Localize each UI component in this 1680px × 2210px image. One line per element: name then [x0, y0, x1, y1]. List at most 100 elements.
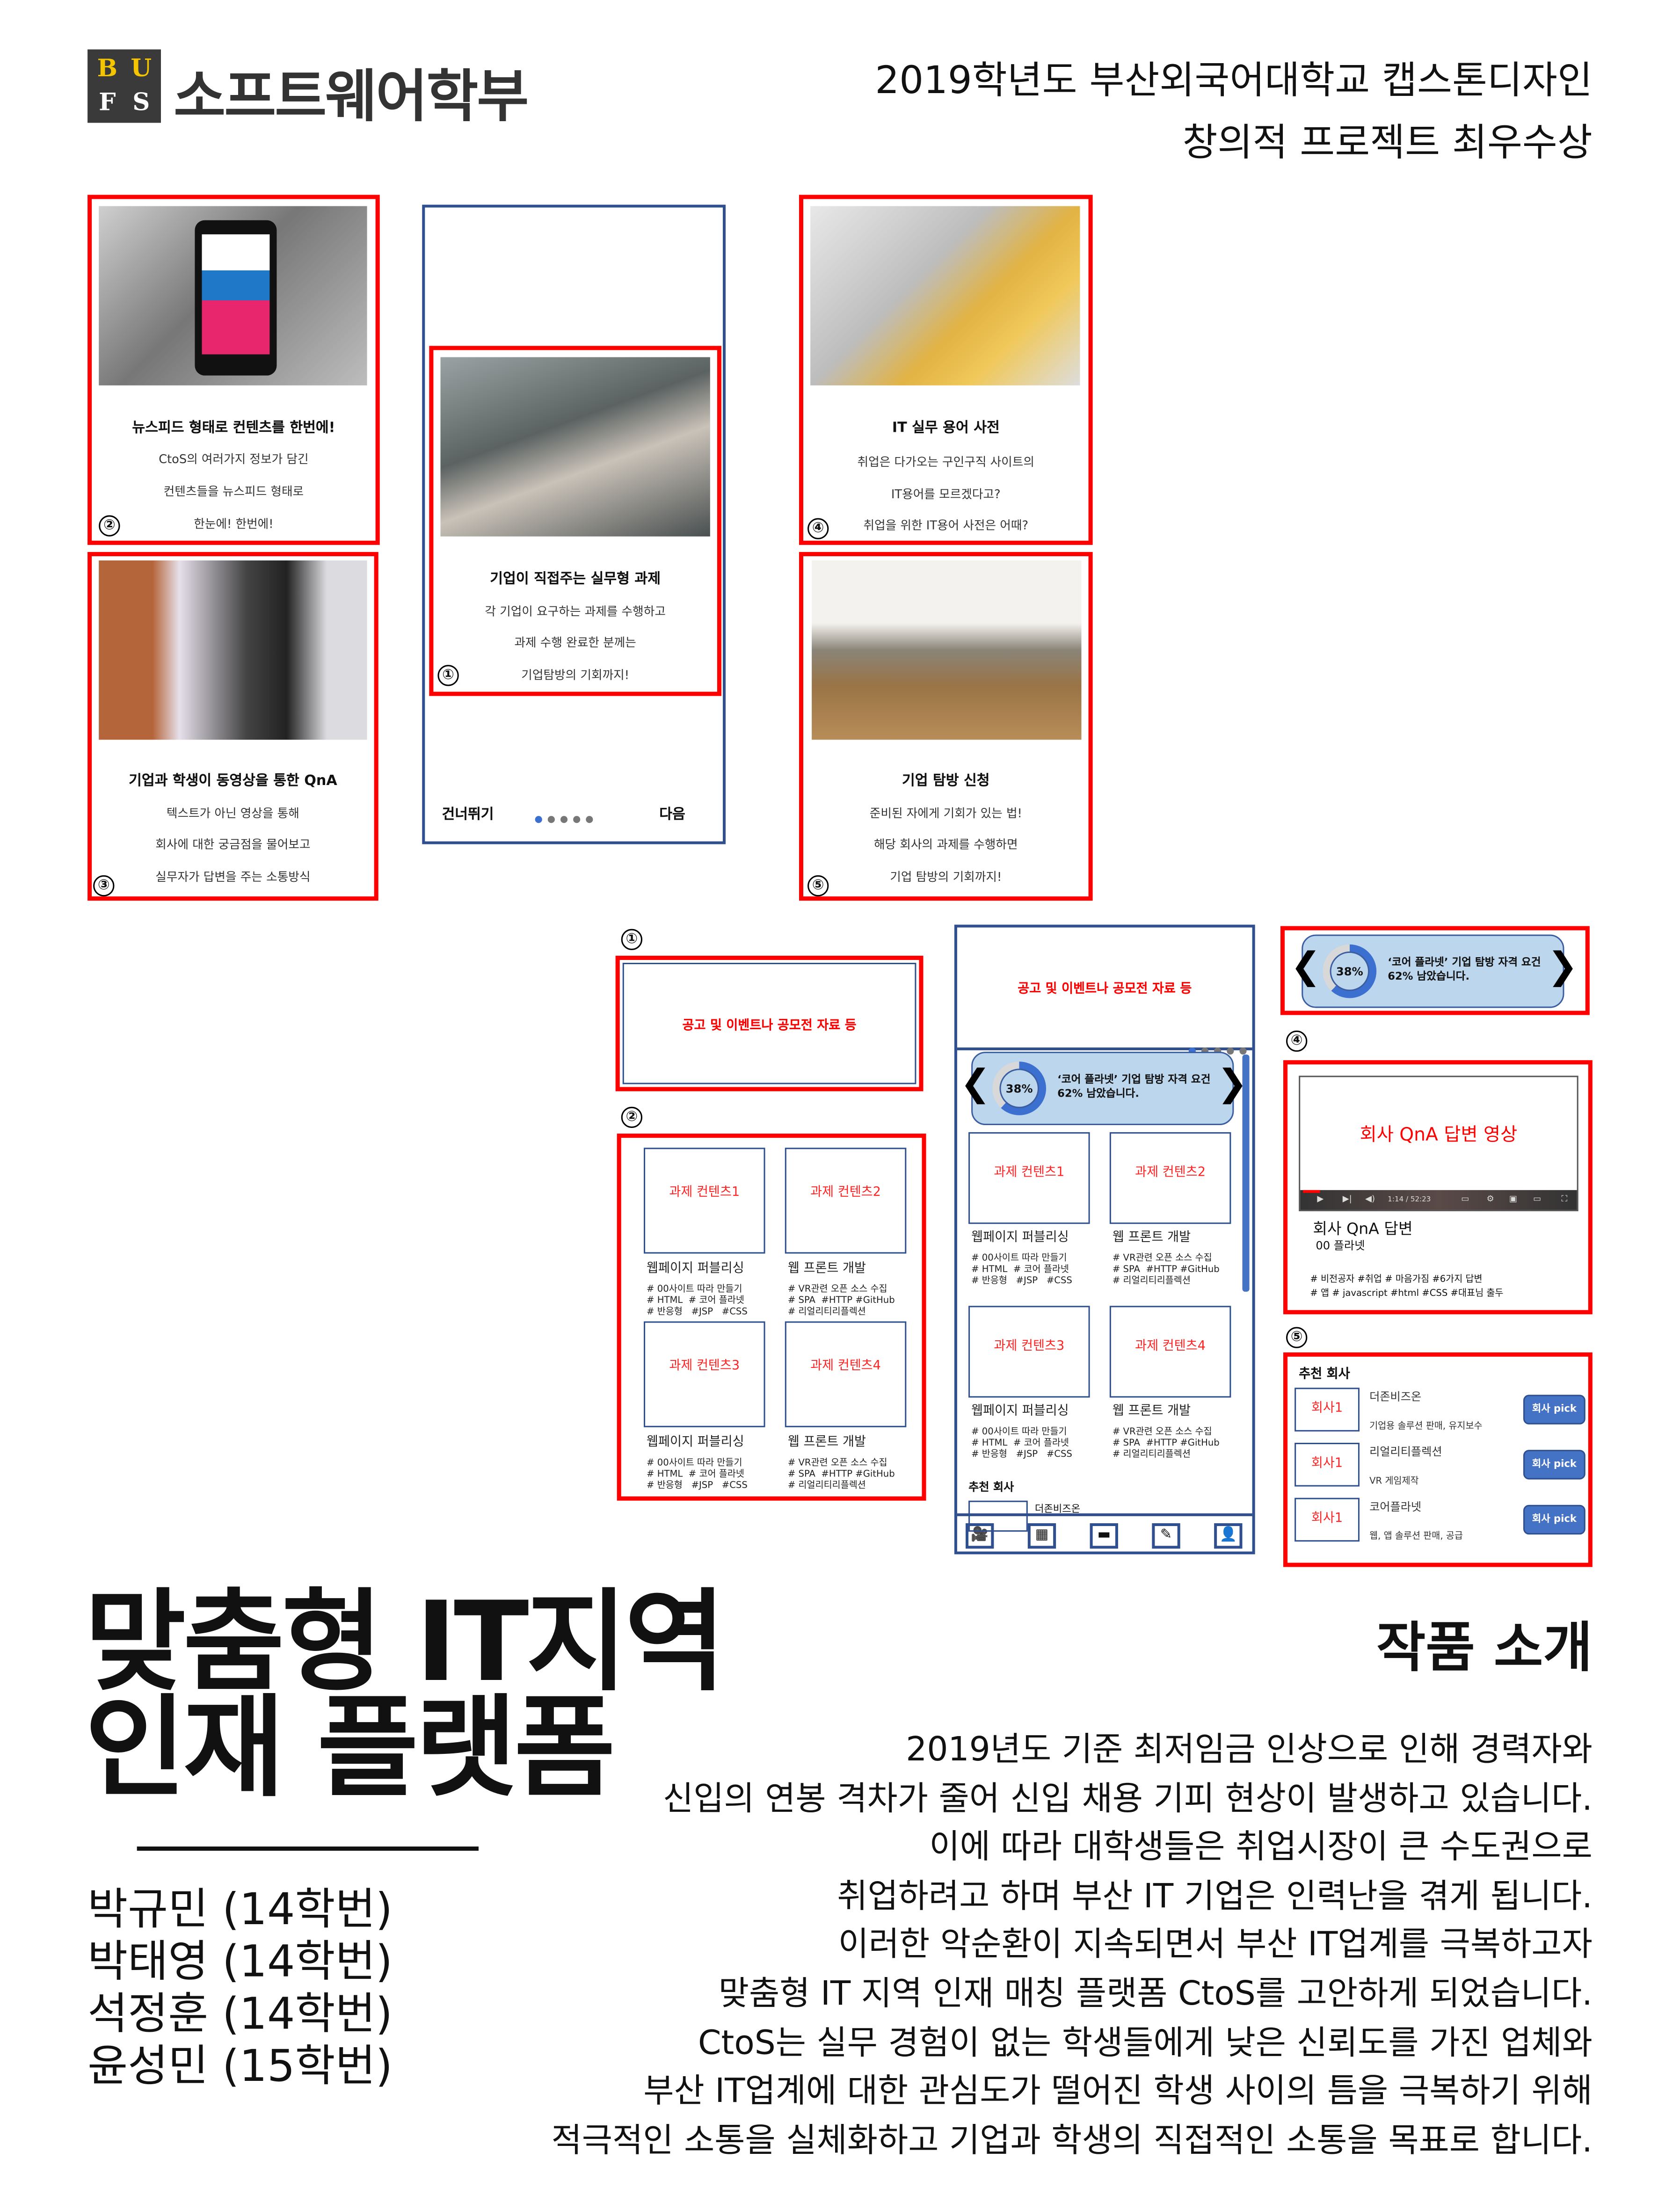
task-card[interactable]: 과제 컨텐츠1 [644, 1148, 765, 1254]
onboarding-card-newsfeed: 뉴스피드 형태로 컨텐츠를 한번에! CtoS의 여러가지 정보가 담긴 컨텐츠… [87, 195, 380, 545]
task-tags: # VR관련 오픈 소스 수집 # SPA #HTTP #GitHub # 리얼… [787, 1457, 895, 1491]
miniplayer-icon[interactable]: ▣ [1509, 1194, 1517, 1205]
company-pick-button[interactable]: 회사 pick [1523, 1505, 1585, 1535]
card-line: 과제 수행 완료한 분께는 [514, 636, 636, 651]
company-desc: 기업용 솔루션 판매, 유지보수 [1369, 1420, 1483, 1432]
company-logo[interactable]: 회사1 [1295, 1442, 1360, 1487]
page-dot[interactable] [573, 816, 581, 823]
onboarding-phone-frame: 기업이 직접주는 실무형 과제 각 기업이 요구하는 과제를 수행하고 과제 수… [422, 204, 726, 844]
task-card[interactable]: 과제 컨텐츠1 [968, 1132, 1090, 1224]
card-title: IT 실무 용어 사전 [892, 421, 1000, 436]
settings-icon[interactable]: ⚙ [1486, 1194, 1494, 1205]
card-line: 해당 회사의 과제를 수행하면 [873, 838, 1018, 853]
member-name: 석정훈 (14학번) [87, 1989, 393, 2040]
partial-company-name: 더존비즈온 [1034, 1503, 1081, 1515]
page-dot[interactable] [547, 816, 555, 823]
skip-button[interactable]: 건너뛰기 [442, 807, 494, 823]
theater-icon[interactable]: ▭ [1533, 1194, 1542, 1205]
section-label: ② [621, 1106, 643, 1128]
chevron-right-icon[interactable]: ❯ [1217, 1063, 1248, 1105]
page-dot[interactable] [586, 816, 593, 823]
company-desc: VR 게임제작 [1369, 1475, 1419, 1487]
company-logo[interactable]: 회사1 [1295, 1498, 1360, 1542]
card-line: 한눈에! 한번에! [194, 518, 274, 532]
subtitles-icon[interactable]: ▭ [1461, 1194, 1469, 1205]
progress-line-1: ‘코어 플라넷’ 기업 탐방 자격 요건 [1057, 1073, 1211, 1086]
scrollbar[interactable] [1242, 1054, 1250, 1292]
task-name: 웹 프론트 개발 [787, 1262, 866, 1276]
video-title-overlay: 회사 QnA 답변 영상 [1360, 1125, 1518, 1147]
user-icon[interactable]: 👤 [1214, 1523, 1243, 1549]
number-badge: ③ [93, 875, 115, 897]
task-tags: # 00사이트 따라 만들기 # HTML # 코어 플라넷 # 반응형 #JS… [971, 1252, 1072, 1287]
task-card[interactable]: 과제 컨텐츠3 [968, 1306, 1090, 1398]
video-title: 회사 QnA 답변 [1313, 1220, 1413, 1238]
task-card[interactable]: 과제 컨텐츠2 [1109, 1132, 1231, 1224]
video-tags: # 앱 # javascript #html #CSS #대표님 출두 [1310, 1287, 1504, 1299]
member-name: 윤성민 (15학번) [87, 2041, 393, 2093]
card-title: 기업 탐방 신청 [902, 773, 990, 789]
play-icon[interactable]: ▶ [1317, 1194, 1324, 1205]
number-badge: ① [437, 665, 459, 686]
partial-company-logo [968, 1500, 1028, 1532]
task-name: 웹 프론트 개발 [787, 1435, 866, 1450]
award-line-2: 창의적 프로젝트 최우수상 [1182, 121, 1593, 166]
card-line: 기업 탐방의 기회까지! [890, 871, 1002, 886]
task-card[interactable]: 과제 컨텐츠4 [1109, 1306, 1231, 1398]
card-line: 텍스트가 아닌 영상을 통해 [166, 807, 299, 822]
banner-box[interactable]: 공고 및 이벤트나 공모전 자료 등 [622, 963, 916, 1084]
phone-photo [99, 206, 367, 385]
task-card[interactable]: 과제 컨텐츠2 [785, 1148, 907, 1254]
task-card[interactable]: 과제 컨텐츠3 [644, 1321, 765, 1427]
video-qna-detail: 회사 QnA 답변 영상 ▶ ▶| ◀) 1:14 / 52:23 ▭ ⚙ ▣ … [1283, 1060, 1593, 1315]
divider [137, 1847, 479, 1851]
onboarding-card-task: 기업이 직접주는 실무형 과제 각 기업이 요구하는 과제를 수행하고 과제 수… [429, 346, 721, 696]
book-icon[interactable]: ▬ [1090, 1523, 1118, 1549]
card-line: 회사에 대한 궁금점을 물어보고 [155, 838, 311, 853]
video-player[interactable]: 회사 QnA 답변 영상 ▶ ▶| ◀) 1:14 / 52:23 ▭ ⚙ ▣ … [1299, 1076, 1578, 1212]
page-indicator [532, 802, 596, 829]
intro-line: CtoS는 실무 경험이 없는 학생들에게 낮은 신뢰도를 가진 업체와 [698, 2022, 1593, 2062]
task-card[interactable]: 과제 컨텐츠4 [785, 1321, 907, 1427]
building-icon[interactable]: ▦ [1027, 1523, 1056, 1549]
chevron-left-icon[interactable]: ❮ [960, 1063, 991, 1105]
laptop-photo [440, 357, 710, 537]
volume-icon[interactable]: ◀) [1365, 1194, 1375, 1205]
intro-line: 맞춤형 IT 지역 인재 매칭 플랫폼 CtoS를 고안하게 되었습니다. [718, 1973, 1593, 2014]
progress-ring: 38% [992, 1061, 1047, 1115]
intro-line: 2019년도 기준 최저임금 인상으로 인해 경력자와 [906, 1729, 1593, 1769]
intro-line: 적극적인 소통을 실체화하고 기업과 학생의 직접적인 소통을 목표로 합니다. [551, 2120, 1593, 2160]
company-pick-button[interactable]: 회사 pick [1523, 1395, 1585, 1425]
card-line: 각 기업이 요구하는 과제를 수행하고 [485, 605, 666, 620]
fullscreen-icon[interactable]: ⛶ [1561, 1194, 1568, 1205]
bottom-nav: 🎥 ▦ ▬ ✎ 👤 [957, 1513, 1252, 1552]
page-dot-active[interactable] [535, 816, 542, 823]
next-track-icon[interactable]: ▶| [1342, 1194, 1352, 1205]
chevron-left-icon[interactable]: ❮ [1290, 945, 1321, 989]
card-title: 기업이 직접주는 실무형 과제 [490, 572, 661, 588]
section-label: ① [621, 929, 643, 950]
page-dot[interactable] [560, 816, 568, 823]
task-tags: # 00사이트 따라 만들기 # HTML # 코어 플라넷 # 반응형 #JS… [971, 1425, 1072, 1460]
recommend-title: 추천 회사 [968, 1481, 1014, 1494]
chevron-right-icon[interactable]: ❯ [1547, 945, 1578, 989]
card-line: 취업은 다가오는 구인구직 사이트의 [857, 456, 1035, 470]
company-pick-button[interactable]: 회사 pick [1523, 1450, 1585, 1480]
company-logo[interactable]: 회사1 [1295, 1388, 1360, 1432]
next-button[interactable]: 다음 [659, 807, 685, 823]
event-banner[interactable]: 공고 및 이벤트나 공모전 자료 등 [957, 928, 1252, 1055]
task-name: 웹페이지 퍼블리싱 [971, 1231, 1069, 1245]
task-name: 웹페이지 퍼블리싱 [647, 1435, 744, 1450]
video-camera-icon[interactable]: 🎥 [966, 1523, 994, 1549]
company-name: 더존비즈온 [1369, 1390, 1422, 1403]
edit-icon[interactable]: ✎ [1152, 1523, 1180, 1549]
progress-line-2: 62% 남았습니다. [1388, 970, 1470, 983]
card-line: CtoS의 여러가지 정보가 담긴 [159, 453, 309, 467]
card-line: IT용어를 모르겠다고? [891, 488, 1001, 503]
